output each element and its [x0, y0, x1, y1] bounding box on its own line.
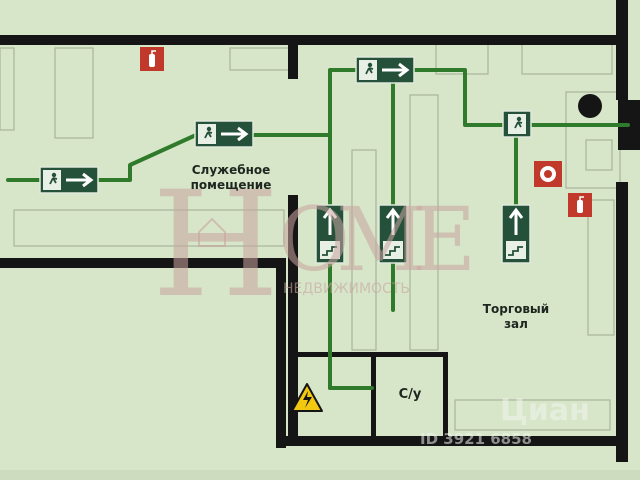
route-main	[328, 68, 630, 390]
watermark-letter-e: E	[412, 188, 476, 291]
room-label-hall-line1: Торговый	[483, 302, 549, 316]
outline-rack-1	[351, 149, 377, 351]
stairs-sign-icon	[378, 204, 408, 264]
exit-sign-icon	[502, 110, 532, 138]
wall-bathroom-right	[443, 352, 448, 438]
outline-front-counter	[454, 399, 611, 431]
wall-right-upper	[616, 0, 628, 100]
entrance-column-icon	[578, 94, 602, 118]
watermark-house-icon	[198, 217, 226, 247]
cian-watermark: Циан ID 3921 6858	[420, 393, 590, 448]
plan-bottom-strip	[0, 470, 640, 480]
outline-rack-2	[409, 94, 439, 351]
outline-entrance-frame	[585, 139, 613, 171]
wall-right-lower	[616, 182, 628, 462]
fire-extinguisher-icon	[568, 193, 592, 217]
watermark-agency-text: НЕДВИЖИМОСТЬ	[283, 281, 410, 297]
exit-sign-icon	[355, 56, 415, 84]
outline-right-rack	[587, 199, 615, 336]
wall-corner-block	[276, 268, 286, 448]
wall-top	[0, 35, 625, 45]
fire-extinguisher-icon	[140, 47, 164, 71]
wall-partition-mid	[288, 195, 298, 445]
outline-left-cabinet	[0, 47, 15, 131]
cian-logo-text: Циан	[500, 393, 590, 428]
agency-watermark: H O M E НЕДВИЖИМОСТЬ	[152, 160, 476, 330]
exit-sign-icon	[194, 120, 254, 148]
room-label-hall-line2: зал	[504, 317, 528, 331]
outline-desk	[54, 47, 94, 139]
wall-bottom	[276, 436, 628, 446]
stairs-sign-icon	[501, 204, 531, 264]
room-label-service-line1: Служебное	[192, 163, 271, 177]
outline-long-counter	[13, 209, 285, 247]
electrical-hazard-icon	[291, 383, 323, 412]
watermark-letter-o: O	[278, 188, 350, 291]
wall-bathroom-divider	[371, 352, 376, 438]
stairs-sign-icon	[315, 204, 345, 264]
cian-listing-id: ID 3921 6858	[420, 430, 532, 448]
room-label-service-line2: помещение	[191, 178, 272, 192]
wall-service-room-bottom	[0, 258, 286, 268]
watermark-letter-m: M	[336, 188, 426, 291]
walls	[0, 0, 640, 462]
room-label-bathroom: С/у	[399, 387, 422, 402]
fire-alarm-icon	[534, 161, 562, 187]
wall-partition-top	[288, 45, 298, 79]
exit-sign-icon	[39, 166, 99, 194]
